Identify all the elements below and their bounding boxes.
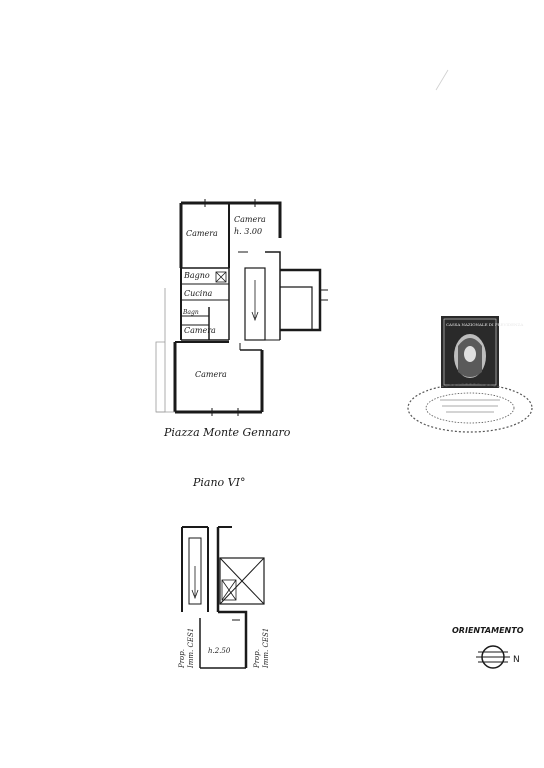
storage-plan [181,526,265,669]
room-label: Camera [195,370,227,379]
paper-mark [435,69,449,91]
room-label: Cucina [184,289,212,298]
floor-title: Piano VI° [192,476,245,489]
street-caption: Piazza Monte Gennaro [163,426,291,439]
storage-labels: h.2.50 Prop. Imm. CES1 Prop. Imm. CES1 [178,628,270,669]
neighbor-label: Prop. [253,649,261,669]
orientation-label: ORIENTAMENTO [452,626,524,635]
room-label: Bagn [182,309,199,316]
room-label: Bagno [183,271,210,280]
neighbor-label: Prop. [178,649,186,669]
north-label: N [513,655,520,665]
apartment-labels: Camera Camera h. 3.00 Bagno Cucina Bagn … [163,215,291,439]
ceiling-height-label: h.2.50 [208,647,231,655]
ceiling-height-label: h. 3.00 [234,227,262,236]
neighbor-label: Imm. CES1 [262,628,270,669]
notary-seal [407,383,533,433]
room-label: Camera [184,326,216,335]
room-label: Camera [234,215,266,224]
room-label: Camera [186,229,218,238]
stamp-header: CASSA NAZIONALE DI PREVIDENZA [446,322,523,327]
apartment-plan [155,199,328,416]
orientation-symbol: ORIENTAMENTO N [452,626,524,669]
revenue-stamp: CASSA NAZIONALE DI PREVIDENZA [441,316,523,388]
neighbor-label: Imm. CES1 [187,628,195,669]
